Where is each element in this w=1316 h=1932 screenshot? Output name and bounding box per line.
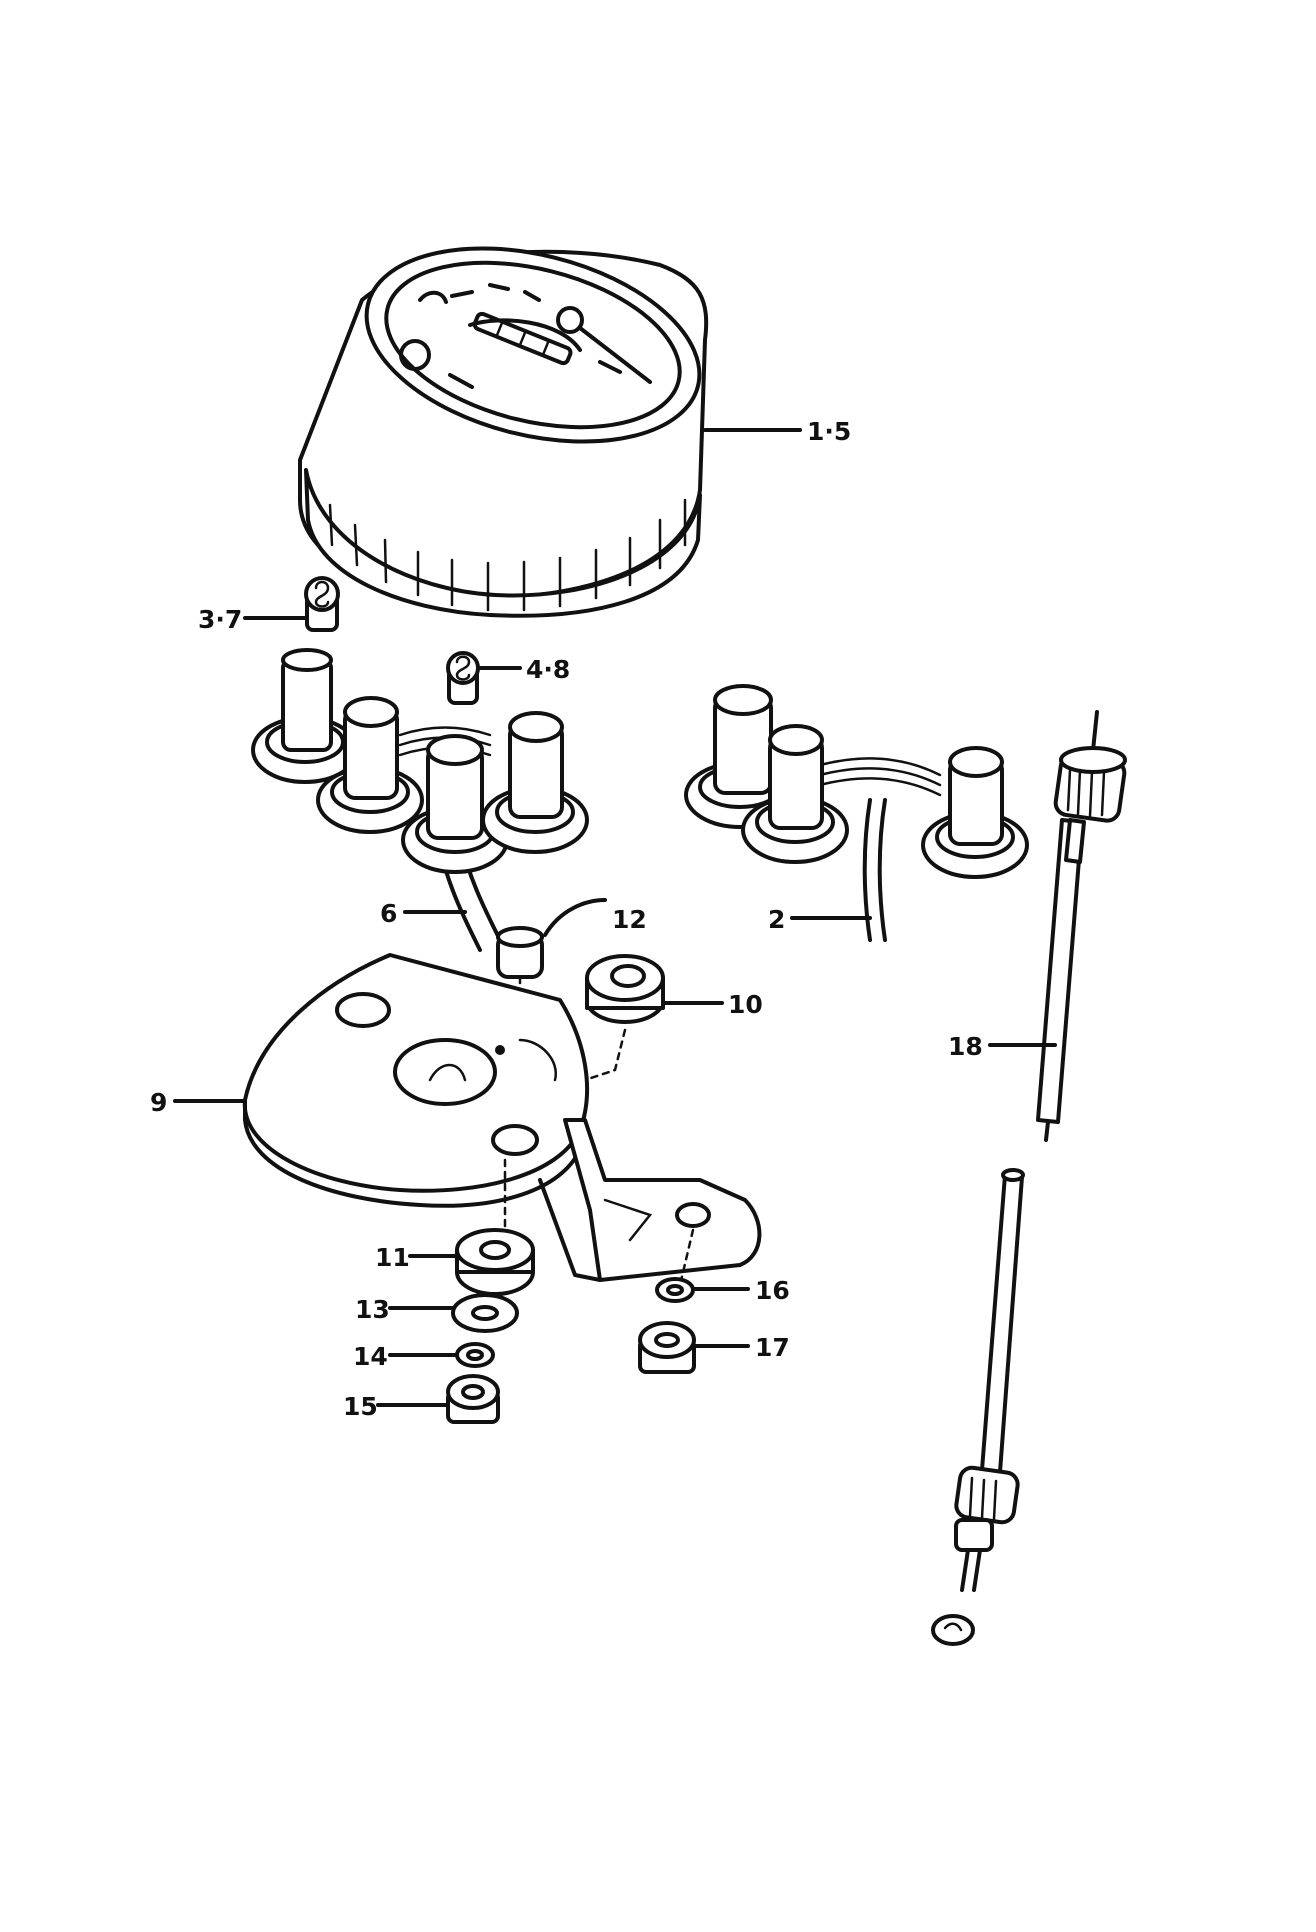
grommet-10: [523, 954, 665, 1102]
label-3-7: 3·7: [198, 605, 242, 634]
label-15: 15: [343, 1392, 378, 1421]
nut-17: [638, 1321, 696, 1374]
label-13: 13: [355, 1295, 390, 1324]
label-18: 18: [948, 1032, 983, 1061]
bracket-9: [242, 953, 762, 1282]
lock-washer-14: [455, 1342, 495, 1368]
label-6: 6: [380, 899, 397, 928]
label-1-5: 1·5: [807, 417, 851, 446]
dial-face: [399, 283, 652, 389]
label-17: 17: [755, 1333, 790, 1362]
cap-12: [496, 926, 544, 1007]
bulb-4-8: [446, 651, 480, 705]
nut-15: [446, 1374, 500, 1424]
label-4-8: 4·8: [526, 655, 570, 684]
label-10: 10: [728, 990, 763, 1019]
grommet-11: [455, 1228, 535, 1296]
bulb-3-7: [304, 576, 340, 632]
label-12: 12: [612, 905, 647, 934]
washer-13: [451, 1293, 519, 1333]
socket-harness-right: [684, 684, 1029, 942]
label-14: 14: [353, 1342, 388, 1371]
speedometer: [298, 246, 709, 618]
label-2: 2: [768, 905, 785, 934]
label-11: 11: [375, 1243, 410, 1272]
knurl-ridges: [328, 498, 687, 612]
label-9: 9: [150, 1088, 167, 1117]
label-16: 16: [755, 1276, 790, 1305]
leader-lines: [173, 428, 1057, 1407]
lock-washer-16: [655, 1277, 695, 1303]
socket-harness-left: [251, 648, 589, 952]
